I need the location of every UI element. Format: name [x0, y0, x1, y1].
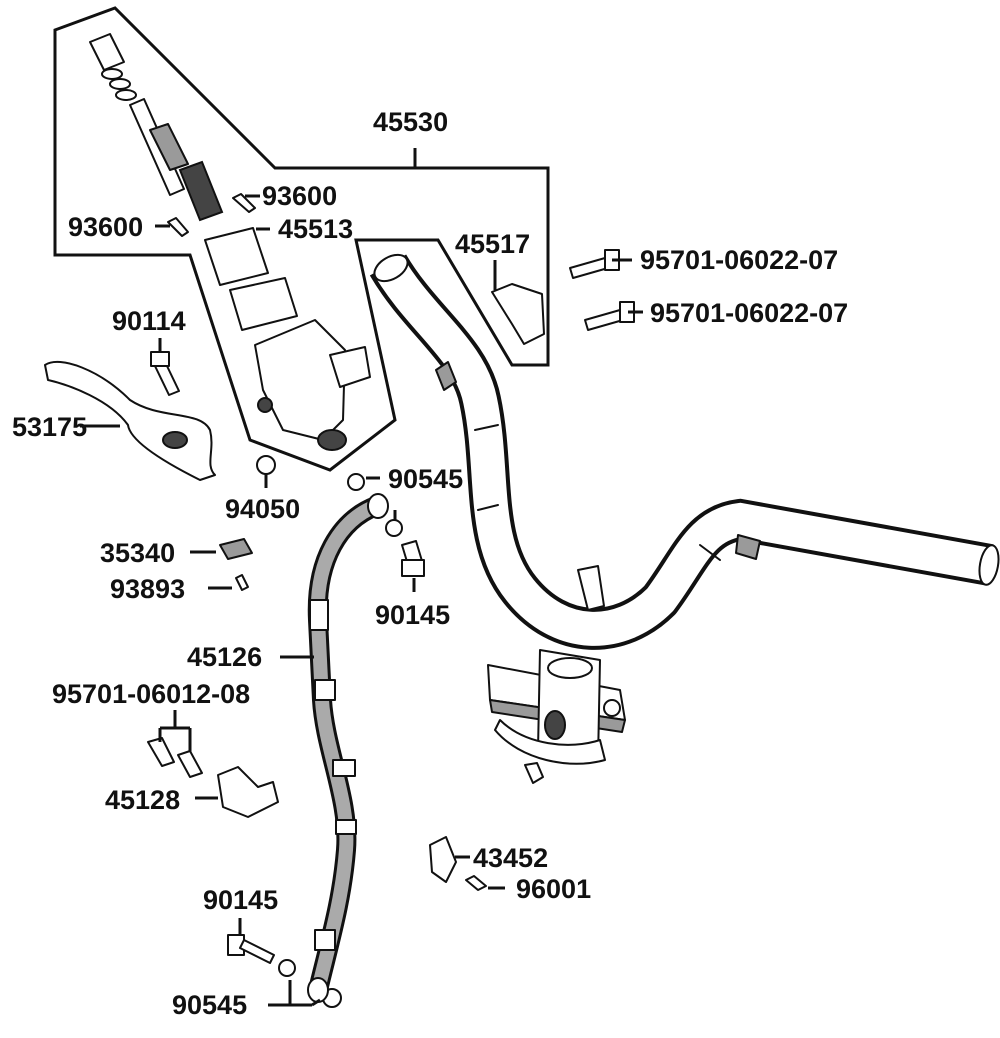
label-93893: 93893 — [110, 574, 185, 604]
small-parts — [44, 193, 635, 1008]
label-93600-lower: 93600 — [68, 212, 143, 242]
leader-lines — [80, 194, 643, 1007]
master-cylinder-group-outline — [53, 6, 550, 472]
label-90114: 90114 — [112, 306, 186, 336]
label-96001: 96001 — [516, 874, 591, 904]
label-45126: 45126 — [187, 642, 262, 672]
label-90145-lower: 90145 — [203, 885, 278, 915]
label-94050: 94050 — [225, 494, 300, 524]
handlebar — [369, 253, 1000, 650]
label-90545-upper: 90545 — [388, 464, 463, 494]
master-cylinder-parts — [89, 33, 371, 451]
label-95701-06022-07-lower: 95701-06022-07 — [650, 298, 848, 328]
label-90145-upper: 90145 — [375, 600, 450, 630]
label-45128: 45128 — [105, 785, 180, 815]
label-45513: 45513 — [278, 214, 353, 244]
stem-clamp — [487, 649, 626, 784]
label-45517: 45517 — [455, 229, 530, 259]
brake-hose — [307, 493, 389, 1003]
label-43452: 43452 — [473, 843, 548, 873]
part-labels: 45530 93600 93600 45513 45517 95701-0602… — [12, 107, 848, 1020]
label-95701-06012-08: 95701-06012-08 — [52, 679, 250, 709]
label-90545-lower: 90545 — [172, 990, 247, 1020]
label-93600-upper: 93600 — [262, 181, 337, 211]
label-95701-06022-07-upper: 95701-06022-07 — [640, 245, 838, 275]
label-53175: 53175 — [12, 412, 87, 442]
label-45530: 45530 — [373, 107, 448, 137]
label-35340: 35340 — [100, 538, 175, 568]
